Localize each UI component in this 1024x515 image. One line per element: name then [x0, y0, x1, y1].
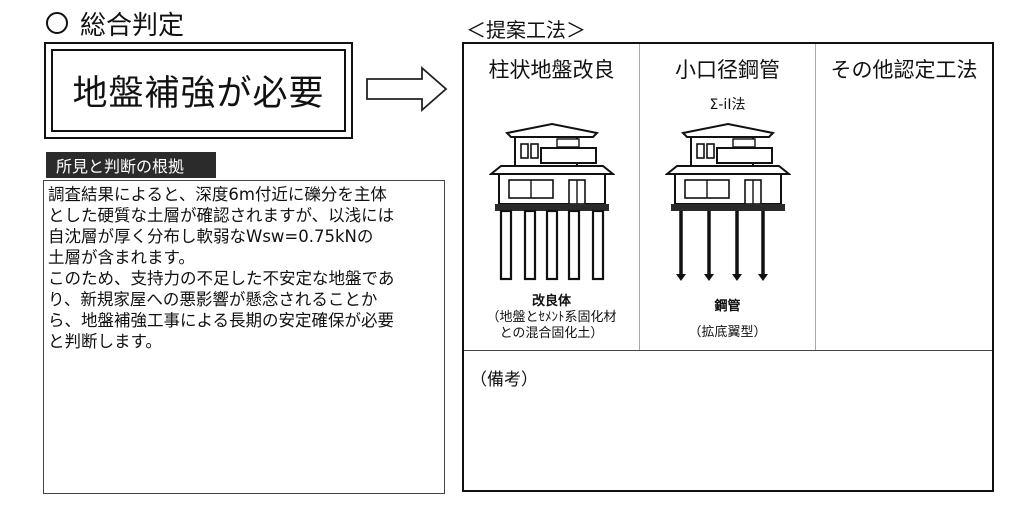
arrow-right-icon: [366, 66, 448, 112]
proposal-label: ＜提案工法＞: [466, 18, 586, 42]
caption-main: 鋼管: [714, 299, 741, 314]
method-subtitle: Σ-iΙ法: [709, 97, 746, 113]
house-steel-pipes-icon: [665, 122, 791, 281]
caption-sub: （地盤とｾﾒﾝﾄ系固化材: [486, 310, 617, 325]
house-soil-columns-icon: [489, 122, 615, 281]
method-column-other: その他認定工法: [816, 44, 992, 350]
basis-box: 調査結果によると、深度6m付近に礫分を主体 とした硬質な土層が確認されますが、以…: [43, 180, 445, 494]
method-caption: 改良体 （地盤とｾﾒﾝﾄ系固化材 との混合固化土）: [464, 294, 639, 342]
remarks-area: （備考）: [464, 350, 992, 490]
verdict-text: 地盤補強が必要: [51, 49, 346, 132]
method-column-soil-improvement: 柱状地盤改良: [464, 44, 640, 350]
section-title: 総合判定: [46, 6, 185, 41]
circle-icon: [46, 12, 68, 34]
proposal-box: 柱状地盤改良: [462, 42, 994, 492]
method-caption: 鋼管 （拡底翼型）: [640, 294, 815, 346]
basis-label: 所見と判断の根拠: [46, 152, 216, 178]
caption-main: 改良体: [531, 294, 571, 309]
method-title: 柱状地盤改良: [488, 58, 615, 82]
remarks-label: （備考）: [470, 370, 538, 390]
section-title-text: 総合判定: [80, 10, 185, 41]
method-column-steel-pipe: 小口径鋼管 Σ-iΙ法 鋼管: [640, 44, 816, 350]
caption-sub: （拡底翼型）: [688, 325, 767, 340]
method-title: 小口径鋼管: [675, 58, 780, 82]
method-title: その他認定工法: [830, 58, 978, 82]
caption-sub: との混合固化土）: [499, 326, 604, 341]
basis-text: 調査結果によると、深度6m付近に礫分を主体 とした硬質な土層が確認されますが、以…: [48, 185, 395, 351]
verdict-box: 地盤補強が必要: [44, 42, 353, 139]
